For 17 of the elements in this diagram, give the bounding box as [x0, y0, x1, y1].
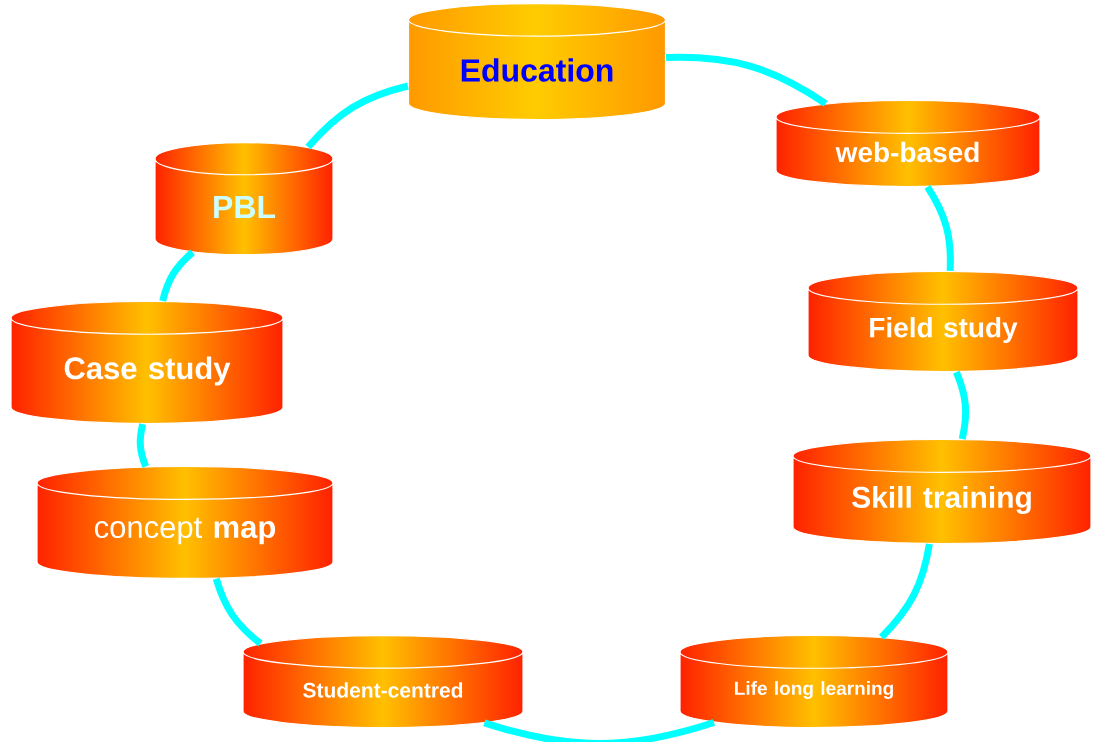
cylinder-box: Field study	[807, 270, 1079, 373]
cylinder-box: concept map	[36, 465, 334, 580]
ring-arc	[159, 249, 195, 302]
ring-arc	[212, 577, 263, 647]
cylinder-box: Skill training	[792, 438, 1092, 545]
cylinder-box: web-based	[775, 99, 1041, 188]
ring-arc	[136, 423, 149, 468]
cylinder-box: Life long learning	[679, 634, 949, 729]
cylinder-box: Student-centred	[242, 634, 524, 729]
cylinder-box: Case study	[10, 300, 284, 425]
ring-arc	[953, 370, 970, 440]
ring-arc	[305, 82, 409, 150]
cylinder-box: PBL	[154, 142, 334, 256]
ring-arc	[924, 185, 954, 272]
cylinder-box: Education	[407, 2, 667, 121]
ring-arc	[879, 543, 933, 640]
ring-arc	[483, 719, 716, 742]
